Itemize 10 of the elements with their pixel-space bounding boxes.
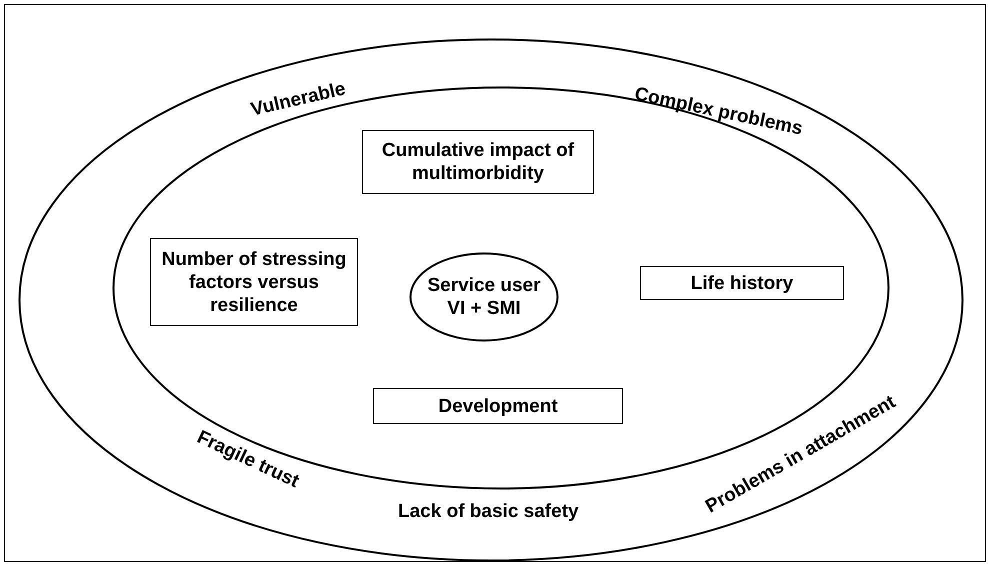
node-label: Service user VI + SMI xyxy=(426,274,542,320)
ring-label: Vulnerable xyxy=(248,77,348,122)
outer-ellipse xyxy=(18,38,964,562)
factor-box: Number of stressing factors versus resilience xyxy=(150,238,358,326)
factor-box: Development xyxy=(373,388,623,424)
factor-box: Life history xyxy=(640,266,844,300)
ring-label: Lack of basic safety xyxy=(398,500,579,523)
factor-box: Cumulative impact of multimorbidity xyxy=(362,130,594,194)
ring-label: Complex problems xyxy=(632,82,805,141)
center-ellipse xyxy=(409,252,559,342)
